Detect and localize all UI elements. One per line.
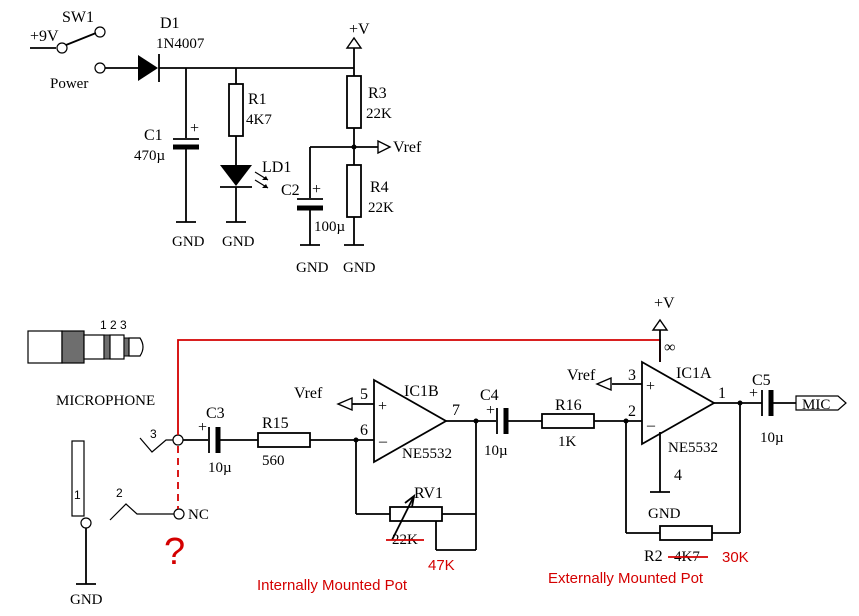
r2-new-value: 30K [722,549,749,566]
gnd-jack: GND [70,592,103,608]
power-label: Power [50,76,88,92]
switch-sw1 [30,26,138,74]
c4-value: 10µ [484,443,508,459]
d1-part-label: 1N4007 [156,36,205,52]
vplus-top-label: +V [349,21,370,38]
c5-value: 10µ [760,430,784,446]
r2-label: R2 [644,548,663,565]
pin6-label: 6 [360,422,368,439]
pin1-label: 1 [718,385,726,402]
pin3-label: 3 [628,367,636,384]
gnd-ld1: GND [222,234,255,250]
r1-value: 4K7 [246,112,272,128]
capacitor-c1 [173,68,199,223]
c2-plus: + [312,181,321,198]
r16-value: 1K [558,434,577,450]
ic1a-plus-pin: + [646,378,655,395]
ic1b-part: NE5532 [402,446,452,462]
ic1b-plus-pin: + [378,398,387,415]
gnd-r4: GND [343,260,376,276]
mic-output-label: MIC [802,397,830,413]
resistor-r2 [625,403,741,541]
c4-label: C4 [480,387,499,404]
vref-b-label: Vref [294,385,323,402]
resistor-r3 [346,75,362,165]
r3-label: R3 [368,85,387,102]
pin2-label: 2 [628,403,636,420]
vref-top-node [309,139,392,198]
jack-pin-numbers: 1 2 3 [100,318,127,332]
resistor-r4 [344,164,364,246]
r4-value: 22K [368,200,394,216]
d1-label: D1 [160,15,180,32]
c5-label: C5 [752,372,771,389]
jack-terminal-2: 2 [116,486,123,500]
resistor-r16 [541,413,642,429]
gnd-c2: GND [296,260,329,276]
pot-rv1 [355,421,477,551]
gnd-ic1a: GND [648,506,681,522]
resistor-r1 [228,68,244,165]
rv1-label: RV1 [414,485,443,502]
capacitor-c2 [297,198,323,246]
diode-d1 [138,54,354,82]
ld1-label: LD1 [262,159,291,176]
rv1-new-value: 47K [428,557,455,574]
pin5-label: 5 [360,386,368,403]
c5-plus: + [749,385,758,402]
capacitor-c4 [480,408,542,434]
r3-value: 22K [366,106,392,122]
ic1a-label: IC1A [676,365,712,382]
microphone-label: MICROPHONE [56,393,155,409]
r4-label: R4 [370,179,389,196]
pin7-label: 7 [452,402,460,419]
r16-label: R16 [555,397,582,414]
nc-label: NC [188,507,209,523]
vplus-top [345,36,363,76]
vplus-b-label: +V [654,295,675,312]
c3-label: C3 [206,405,225,422]
vref-a-label: Vref [567,367,596,384]
led-ld1 [220,165,269,223]
pin4-label: 4 [674,467,682,484]
pin8-label: ∞ [664,339,675,356]
mic-output-connector [795,395,847,411]
c3-plus: + [198,419,207,436]
r1-label: R1 [248,91,267,108]
opamp-ic1a [612,318,762,493]
gnd-c1: GND [172,234,205,250]
capacitor-c5 [761,390,796,416]
jack-socket [71,434,185,585]
c4-plus: + [486,402,495,419]
c2-value: 100µ [314,219,346,235]
ic1b-minus-pin: – [378,433,388,450]
ic1a-minus-pin: – [646,417,656,434]
resistor-r15 [257,432,374,448]
vref-a-node [595,376,612,392]
plus9v-label: +9V [30,28,59,45]
c2-label: C2 [281,182,300,199]
jack-terminal-3: 3 [150,427,157,441]
microphone-plug [27,330,144,364]
power-supply-section: SW1 +9V Power D1 1N4007 + C1 470µ GND R [30,9,422,276]
external-pot-note: Externally Mounted Pot [548,570,704,587]
opamp-ic1b [353,378,480,464]
r15-label: R15 [262,415,289,432]
c1-plus: + [190,120,199,137]
capacitor-c3 [183,427,258,453]
ic1a-part: NE5532 [668,440,718,456]
jack-terminal-1: 1 [74,488,81,502]
ic1b-label: IC1B [404,383,439,400]
red-annotation-wire [177,339,661,509]
c1-value: 470µ [134,148,166,164]
vref-top-label: Vref [393,139,422,156]
c1-label: C1 [144,127,163,144]
question-mark: ? [164,531,185,573]
vref-b-node [336,396,356,412]
sw1-label: SW1 [62,9,94,26]
internal-pot-note: Internally Mounted Pot [257,577,408,594]
c3-value: 10µ [208,460,232,476]
r15-value: 560 [262,453,285,469]
